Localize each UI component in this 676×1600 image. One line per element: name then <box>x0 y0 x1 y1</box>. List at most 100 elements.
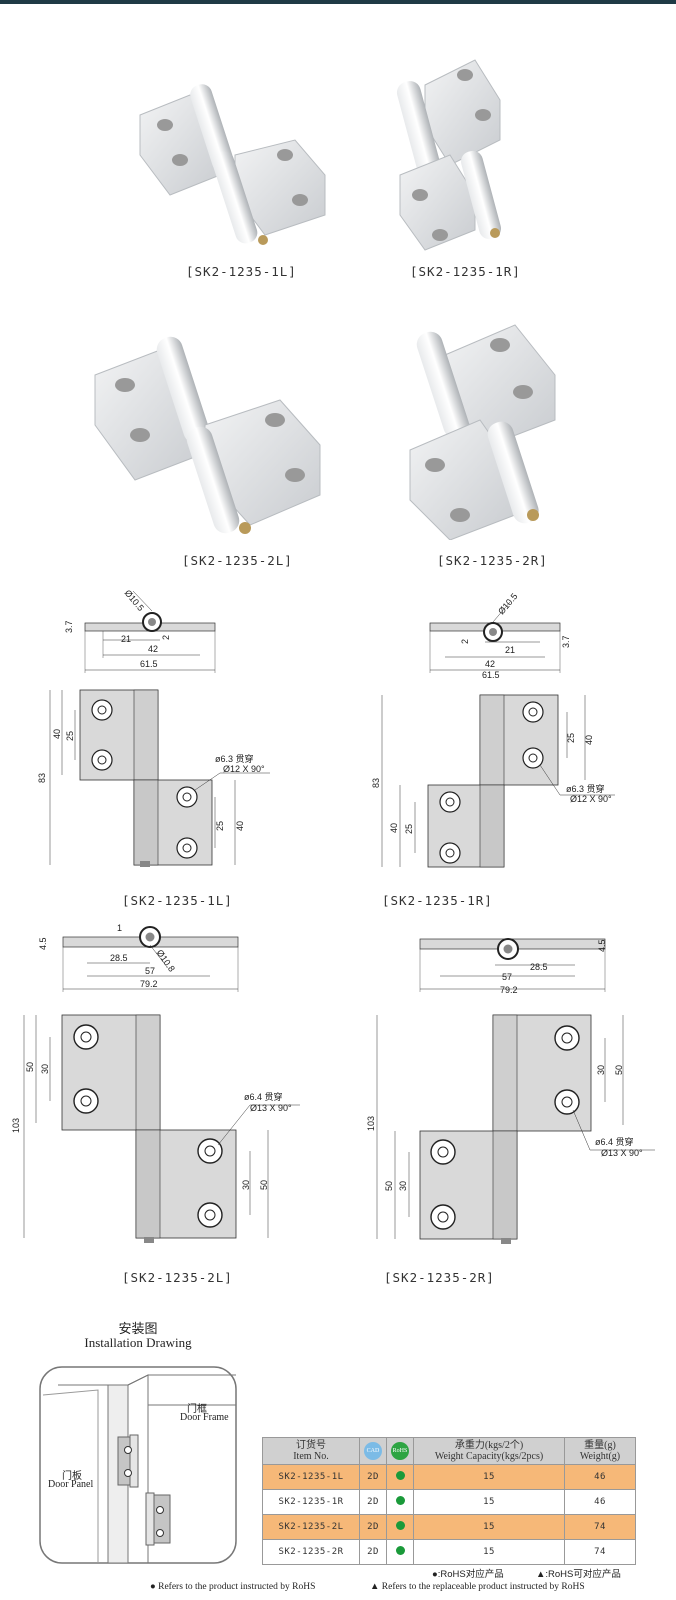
dim-2L-50a: 50 <box>25 1062 35 1072</box>
drawing-1R-side: Ø10.5 3.7 21 42 61.5 2 <box>429 591 571 680</box>
drawing-2R-side: 4.5 28.5 57 79.2 <box>419 938 607 995</box>
dim-1L-gap: 2 <box>161 635 171 640</box>
product-photo-1R <box>396 59 502 251</box>
dim-1L-thickness: 3.7 <box>64 620 74 633</box>
dim-2L-792: 79.2 <box>140 979 158 989</box>
dim-2R-30b: 30 <box>596 1065 606 1075</box>
cell-item: SK2-1235-2R <box>262 1539 360 1565</box>
cell-capacity: 15 <box>413 1539 565 1565</box>
table-row: SK2-1235-1L 2D 15 46 <box>262 1464 636 1490</box>
drawing-1R-front: 83 40 25 25 40 ø6.3 贯穿 Ø12 X 90° <box>371 694 615 868</box>
spec-table-header: 订货号 Item No. CAD RoHS 承重力(kgs/2个) Weight… <box>262 1437 636 1465</box>
installation-title-en: Installation Drawing <box>84 1335 192 1350</box>
drawing-caption-2L: [SK2-1235-2L] <box>122 1270 233 1285</box>
drawing-1L-front: 83 40 25 25 40 ø6.3 贯穿 Ø12 X 90° <box>37 689 270 867</box>
th-capacity-cn: 承重力(kgs/2个) <box>454 1440 524 1451</box>
cell-rohs <box>386 1514 414 1540</box>
dim-1R-dia: Ø10.5 <box>496 591 519 616</box>
dim-1R-25b: 25 <box>566 733 576 743</box>
dim-1R-hole2: Ø12 X 90° <box>570 794 612 804</box>
cad-icon: CAD <box>364 1442 382 1460</box>
legend-cn-dot: ●:RoHS对应产品 <box>432 1569 504 1580</box>
door-panel-label-en: Door Panel <box>48 1479 94 1490</box>
cell-item: SK2-1235-1L <box>262 1464 360 1490</box>
dim-2R-30a: 30 <box>398 1181 408 1191</box>
cell-item: SK2-1235-2L <box>262 1514 360 1540</box>
dim-1L-83: 83 <box>37 773 47 783</box>
dim-1R-25a: 25 <box>404 824 414 834</box>
dim-2L-hole1: ø6.4 贯穿 <box>244 1091 283 1102</box>
dim-1R-83: 83 <box>371 778 381 788</box>
spec-table: 订货号 Item No. CAD RoHS 承重力(kgs/2个) Weight… <box>262 1437 636 1565</box>
dim-1L-hole1: ø6.3 贯穿 <box>215 753 254 764</box>
dim-2R-103: 103 <box>366 1116 376 1131</box>
dim-1L-25b: 25 <box>215 821 225 831</box>
dim-2R-50b: 50 <box>614 1065 624 1075</box>
rohs-dot-icon <box>395 1546 405 1555</box>
th-item: 订货号 Item No. <box>262 1437 360 1465</box>
cell-capacity: 15 <box>413 1489 565 1515</box>
drawing-2R-front: 103 50 30 30 50 ø6.4 贯穿 Ø13 X 90° <box>366 1014 655 1244</box>
rohs-dot-icon <box>395 1471 405 1480</box>
dim-1L-dia: Ø10.5 <box>123 588 146 613</box>
photo-caption-2L: [SK2-1235-2L] <box>182 553 293 568</box>
installation-drawing <box>39 1366 237 1564</box>
legend-en-tri: ▲ Refers to the replaceable product inst… <box>370 1582 585 1592</box>
dim-2R-hole1: ø6.4 贯穿 <box>595 1136 634 1147</box>
dim-2R-285: 28.5 <box>530 962 548 972</box>
dim-2R-792: 79.2 <box>500 985 518 995</box>
cell-rohs <box>386 1489 414 1515</box>
dim-2L-57: 57 <box>145 966 155 976</box>
dim-2R-57: 57 <box>502 972 512 982</box>
cell-capacity: 15 <box>413 1464 565 1490</box>
installation-title-cn: 安装图 <box>118 1322 158 1337</box>
th-capacity-en: Weight Capacity(kgs/2pcs) <box>434 1451 544 1462</box>
dim-2R-thickness: 4.5 <box>597 939 607 952</box>
dim-2L-103: 103 <box>11 1118 21 1133</box>
photo-caption-1L: [SK2-1235-1L] <box>186 264 297 279</box>
photo-caption-2R: [SK2-1235-2R] <box>437 553 548 568</box>
dim-2L-30a: 30 <box>40 1064 50 1074</box>
dim-1R-hole1: ø6.3 贯穿 <box>566 783 605 794</box>
cell-item: SK2-1235-1R <box>262 1489 360 1515</box>
th-cad: CAD <box>359 1437 387 1465</box>
cell-weight: 74 <box>564 1539 636 1565</box>
th-rohs: RoHS <box>386 1437 414 1465</box>
rohs-dot-icon <box>395 1521 405 1530</box>
dim-1L-40b: 40 <box>235 821 245 831</box>
dim-1R-21: 21 <box>505 645 515 655</box>
cell-rohs <box>386 1539 414 1565</box>
dim-2L-285: 28.5 <box>110 953 128 963</box>
dim-1R-615: 61.5 <box>482 670 500 680</box>
dim-1R-42: 42 <box>485 659 495 669</box>
dim-1L-40a: 40 <box>52 729 62 739</box>
dim-2R-50a: 50 <box>384 1181 394 1191</box>
dim-2R-hole2: Ø13 X 90° <box>601 1148 643 1158</box>
dim-1L-42: 42 <box>148 644 158 654</box>
photo-caption-1R: [SK2-1235-1R] <box>410 264 521 279</box>
cell-cad: 2D <box>359 1514 387 1540</box>
drawing-caption-1R: [SK2-1235-1R] <box>382 893 493 908</box>
dim-1R-40b: 40 <box>584 735 594 745</box>
top-bar <box>0 0 676 4</box>
product-photo-2R <box>409 324 556 540</box>
drawing-caption-1L: [SK2-1235-1L] <box>122 893 233 908</box>
dim-1L-615: 61.5 <box>140 659 158 669</box>
cell-cad: 2D <box>359 1489 387 1515</box>
drawing-2L-side: Ø10.8 4.5 28.5 57 79.2 1 <box>38 923 239 992</box>
dim-1R-gap: 2 <box>460 639 470 644</box>
legend-cn-tri: ▲:RoHS可对应产品 <box>536 1569 621 1580</box>
rohs-dot-icon <box>395 1496 405 1505</box>
dim-1R-thickness: 3.7 <box>561 635 571 648</box>
table-row: SK2-1235-2L 2D 15 74 <box>262 1514 636 1540</box>
dim-1L-21: 21 <box>121 634 131 644</box>
th-weight-en: Weight(g) <box>579 1451 621 1462</box>
dim-1L-25a: 25 <box>65 731 75 741</box>
dim-2L-thickness: 4.5 <box>38 937 48 950</box>
drawing-2L-front: 103 50 30 30 50 ø6.4 贯穿 Ø13 X 90° <box>11 1014 300 1243</box>
cell-cad: 2D <box>359 1539 387 1565</box>
th-weight: 重量(g) Weight(g) <box>564 1437 636 1465</box>
cell-weight: 46 <box>564 1464 636 1490</box>
th-weight-cn: 重量(g) <box>584 1440 616 1451</box>
cell-cad: 2D <box>359 1464 387 1490</box>
